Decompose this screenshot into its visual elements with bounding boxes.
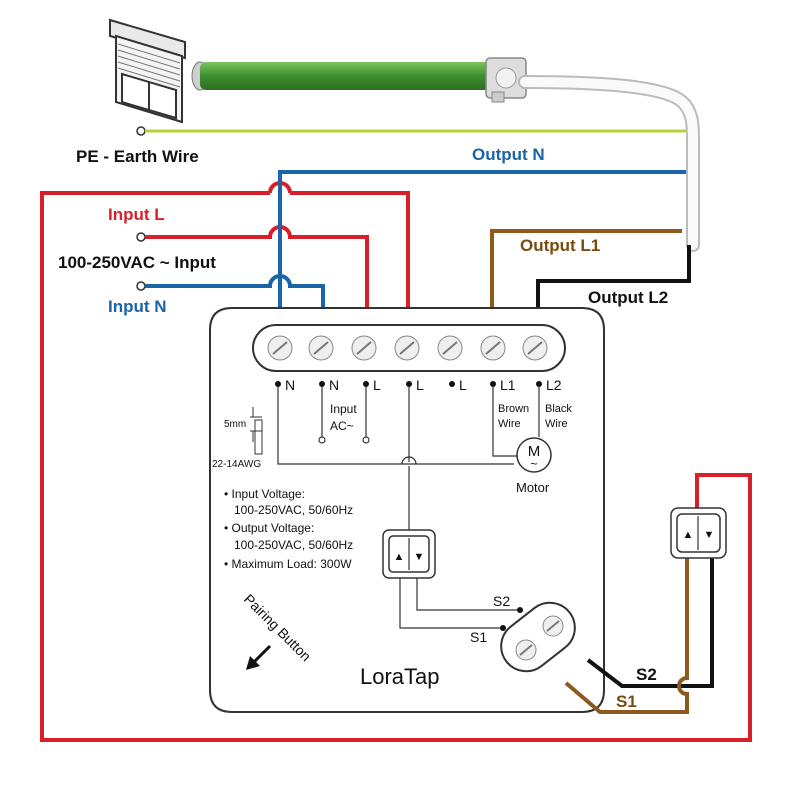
- spec-line: 100-250VAC, 50/60Hz: [234, 538, 353, 552]
- external-wall-switch: ▲ ▼: [670, 507, 727, 559]
- terminal-labels: N N L L L L1 L2: [275, 377, 562, 393]
- black-note: Black: [545, 403, 572, 415]
- tubular-motor-icon: [191, 57, 700, 252]
- brown-wire-note: Wire: [498, 418, 521, 430]
- output-l1-label: Output L1: [520, 236, 600, 255]
- output-n-wire: [278, 170, 686, 335]
- black-wire-note: Wire: [545, 418, 568, 430]
- motor-symbol: M ~: [516, 437, 552, 473]
- output-l1-wire: [490, 229, 682, 335]
- input-voltage-label: 100-250VAC ~ Input: [58, 253, 216, 272]
- spec-line: 100-250VAC, 50/60Hz: [234, 503, 353, 517]
- s1-external-label: S1: [616, 692, 637, 711]
- spec-line: • Output Voltage:: [224, 521, 314, 535]
- spec-line: • Maximum Load: 300W: [224, 557, 352, 571]
- output-n-label: Output N: [472, 145, 545, 164]
- switch-terminal-pod: [500, 601, 576, 673]
- terminal-screw: [522, 335, 548, 361]
- input-note: Input: [330, 402, 357, 416]
- terminal-label: N: [329, 377, 339, 393]
- terminal-screw: [267, 335, 293, 361]
- terminal-screw: [437, 335, 463, 361]
- terminal-screws: [267, 335, 548, 361]
- input-l-label: Input L: [108, 205, 165, 224]
- terminal-screw: [351, 335, 377, 361]
- pairing-button-arrow-icon: [246, 644, 272, 670]
- terminal-label: L: [416, 377, 424, 393]
- s1-label: S1: [470, 629, 487, 645]
- internal-rocker-switch: ▲ ▼: [382, 529, 436, 579]
- terminal-screw: [394, 335, 420, 361]
- terminal-screw: [480, 335, 506, 361]
- earth-wire: [136, 126, 686, 136]
- terminal-label: L1: [500, 377, 516, 393]
- brand-label: LoraTap: [360, 664, 440, 689]
- terminal-label: L2: [546, 377, 562, 393]
- motor-m-glyph: M: [528, 443, 541, 460]
- up-arrow-icon: ▲: [394, 551, 405, 563]
- shutter-window-icon: [109, 18, 186, 124]
- down-arrow-icon: ▼: [704, 529, 715, 541]
- spec-line: • Input Voltage:: [224, 487, 305, 501]
- input-n-label: Input N: [108, 297, 167, 316]
- terminal-screw: [308, 335, 334, 361]
- down-arrow-icon: ▼: [414, 551, 425, 563]
- terminal-label: N: [285, 377, 295, 393]
- motor-label: Motor: [516, 480, 550, 495]
- external-s2-wire: [586, 556, 714, 688]
- wire-gauge-label: 22-14AWG: [212, 459, 261, 470]
- strip-length-label: 5mm: [224, 419, 246, 430]
- external-s1-wire: [564, 556, 689, 714]
- strip-length-icon: [250, 407, 263, 455]
- brown-note: Brown: [498, 403, 529, 415]
- s2-external-label: S2: [636, 665, 657, 684]
- ac-note: AC~: [330, 419, 354, 433]
- pe-earth-label: PE - Earth Wire: [76, 147, 199, 166]
- terminal-label: L: [459, 377, 467, 393]
- up-arrow-icon: ▲: [683, 529, 694, 541]
- s2-label: S2: [493, 593, 510, 609]
- internal-circuit: [277, 387, 540, 629]
- terminal-label: L: [373, 377, 381, 393]
- spec-list: • Input Voltage: 100-250VAC, 50/60Hz • O…: [224, 487, 353, 571]
- output-l2-label: Output L2: [588, 288, 668, 307]
- motor-tilde-glyph: ~: [530, 457, 537, 471]
